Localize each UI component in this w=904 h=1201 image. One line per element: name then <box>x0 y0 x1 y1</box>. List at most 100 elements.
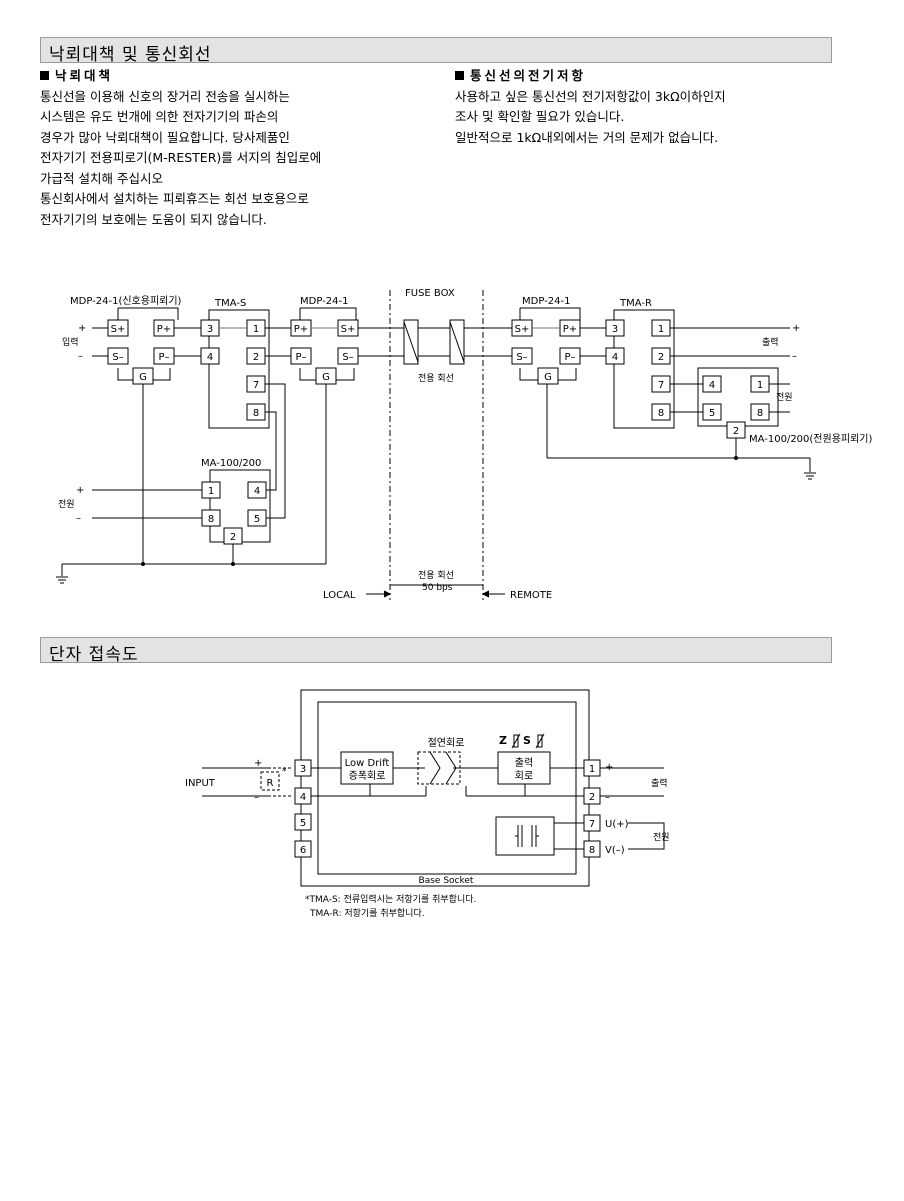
svg-text:1: 1 <box>253 324 259 335</box>
section-header-lightning: 낙뢰대책 및 통신회선 <box>40 37 832 65</box>
svg-text:4: 4 <box>254 486 260 497</box>
low-drift-label-1: Low Drift <box>345 758 390 769</box>
resistor-label: R <box>267 778 274 789</box>
lightning-line: 시스템은 유도 번개에 의한 전자기기의 파손의 <box>40 109 279 124</box>
tma-s-outline <box>208 309 270 429</box>
terminal-diagram: 3 4 5 6 1 2 7 8 R Low Drift 증폭회로 출력 회로 절… <box>185 689 670 919</box>
v-minus-label: V(–) <box>605 845 625 856</box>
wiring-diagram: MDP-24-1(신호용피뢰기) TMA-S MDP-24-1 FUSE BOX… <box>56 288 873 601</box>
section-title-lightning: 낙뢰대책 및 통신회선 <box>49 45 212 65</box>
svg-text:S+: S+ <box>111 324 126 335</box>
svg-text:P+: P+ <box>563 324 577 335</box>
svg-text:5: 5 <box>300 818 306 829</box>
lightning-line: 전자기기의 보호에는 도움이 되지 않습니다. <box>40 211 267 227</box>
label-local: LOCAL <box>323 590 356 601</box>
svg-text:S–: S– <box>516 352 527 363</box>
svg-text:–: – <box>792 351 797 362</box>
note-line-2: TMA-R: 저항기를 취부합니다. <box>309 908 425 919</box>
resistance-line: 사용하고 싶은 통신선의 전기저항값이 3kΩ이하인지 <box>455 88 726 104</box>
svg-text:8: 8 <box>658 408 664 419</box>
label-dedicated-line: 전용 회선 <box>418 373 454 384</box>
svg-text:*: * <box>282 767 287 777</box>
s-label: S <box>523 734 531 747</box>
svg-text:8: 8 <box>253 408 259 419</box>
u-plus-label: U(+) <box>605 819 629 830</box>
label-output: 출력 <box>762 336 779 348</box>
svg-text:7: 7 <box>253 380 259 391</box>
svg-text:1: 1 <box>757 380 763 391</box>
svg-text:5: 5 <box>254 514 260 525</box>
svg-text:+: + <box>792 323 800 334</box>
label-fuse-box: FUSE BOX <box>405 288 455 299</box>
terminal-power-label: 전원 <box>653 832 670 843</box>
svg-text:3: 3 <box>207 324 213 335</box>
note-line-1: *TMA-S: 전류입력시는 저항기를 취부합니다. <box>305 893 476 905</box>
label-mdp-signal: MDP-24-1(신호용피뢰기) <box>70 295 182 307</box>
base-socket-outer <box>300 689 590 887</box>
svg-text:4: 4 <box>300 792 306 803</box>
lightning-line: 가급적 설치해 주십시오 <box>40 170 163 186</box>
svg-text:4: 4 <box>207 352 213 363</box>
svg-text:1: 1 <box>208 486 214 497</box>
svg-text:+: + <box>78 323 86 334</box>
resistance-line: 일반적으로 1kΩ내외에서는 거의 문제가 없습니다. <box>455 129 719 145</box>
svg-text:P–: P– <box>158 352 169 363</box>
label-input: 입력 <box>62 336 79 348</box>
svg-text:7: 7 <box>589 819 595 830</box>
svg-text:1: 1 <box>658 324 664 335</box>
svg-text:6: 6 <box>300 845 306 856</box>
svg-text:P+: P+ <box>294 324 308 335</box>
label-tma-r: TMA-R <box>619 298 652 309</box>
svg-text:–: – <box>605 792 610 803</box>
svg-text:2: 2 <box>230 532 236 543</box>
svg-text:P–: P– <box>295 352 306 363</box>
output-circuit-label-1: 출력 <box>515 757 533 769</box>
output-circuit-block <box>497 751 551 785</box>
svg-text:S–: S– <box>112 352 123 363</box>
output-circuit-label-2: 회로 <box>515 770 533 782</box>
terminal-output-label: 출력 <box>651 777 668 789</box>
square-bullet-icon <box>455 71 464 80</box>
lightning-line: 전자기기 전용피로기(M-RESTER)를 서지의 침입로에 <box>40 150 322 165</box>
svg-text:2: 2 <box>658 352 664 363</box>
section-header-terminal: 단자 접속도 <box>40 637 832 665</box>
resistance-line: 조사 및 확인할 필요가 있습니다. <box>455 109 625 124</box>
low-drift-label-2: 증폭회로 <box>349 770 386 782</box>
svg-text:+: + <box>605 762 613 773</box>
square-bullet-icon <box>40 71 49 80</box>
label-ma-local: MA-100/200 <box>201 458 261 469</box>
svg-text:G: G <box>139 372 147 383</box>
svg-text:2: 2 <box>733 426 739 437</box>
z-label: Z <box>499 734 507 747</box>
lightning-line: 통신선을 이용해 신호의 장거리 전송을 실시하는 <box>40 88 290 104</box>
lightning-text-block: 낙뢰대책 통신선을 이용해 신호의 장거리 전송을 실시하는 시스템은 유도 번… <box>40 66 321 230</box>
svg-text:S+: S+ <box>515 324 530 335</box>
label-power-local: 전원 <box>58 499 75 510</box>
lightning-subtitle: 낙뢰대책 <box>40 66 321 87</box>
resistance-text-block: 통신선의전기저항 사용하고 싶은 통신선의 전기저항값이 3kΩ이하인지 조사 … <box>455 66 726 148</box>
svg-text:S–: S– <box>342 352 353 363</box>
label-ma-remote: MA-100/200(전원용피뢰기) <box>749 433 873 445</box>
lightning-line: 통신회사에서 설치하는 피뢰휴즈는 회선 보호용으로 <box>40 191 309 206</box>
lightning-line: 경우가 많아 낙뢰대책이 필요합니다. 당사제품인 <box>40 129 290 145</box>
svg-text:P–: P– <box>564 352 575 363</box>
svg-text:8: 8 <box>208 514 214 525</box>
svg-text:G: G <box>544 372 552 383</box>
svg-text:8: 8 <box>589 845 595 856</box>
base-socket-label: Base Socket <box>419 876 474 886</box>
label-dedicated-line-bottom: 전용 회선 <box>418 570 454 581</box>
label-remote: REMOTE <box>510 590 552 601</box>
label-tma-s: TMA-S <box>214 298 246 309</box>
svg-text:5: 5 <box>709 408 715 419</box>
svg-text:+: + <box>254 758 262 769</box>
label-bps: 50 bps <box>422 583 453 593</box>
svg-text:4: 4 <box>709 380 715 391</box>
tma-r-outline <box>613 309 675 429</box>
svg-text:P+: P+ <box>157 324 171 335</box>
label-mdp-2: MDP-24-1 <box>522 296 570 307</box>
svg-text:3: 3 <box>612 324 618 335</box>
isolation-label: 절연회로 <box>428 736 465 749</box>
svg-text:4: 4 <box>612 352 618 363</box>
power-transformer-block <box>495 816 555 856</box>
section-title-terminal: 단자 접속도 <box>49 645 139 665</box>
